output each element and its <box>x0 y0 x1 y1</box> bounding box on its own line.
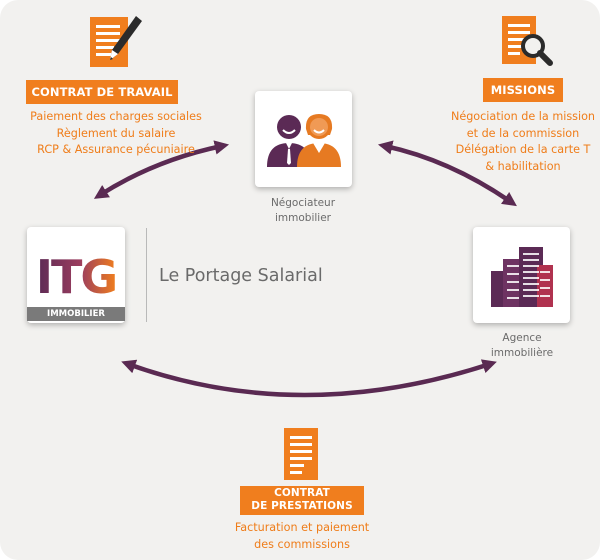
contrat-prestations-badge: CONTRAT DE PRESTATIONS <box>240 486 364 515</box>
contrat-travail-list: Paiement des charges sociales Règlement … <box>0 109 232 159</box>
contract-pen-icon <box>86 12 146 72</box>
arrow-itg-agence <box>121 359 497 398</box>
agence-caption-line: Agence <box>502 332 542 344</box>
itg-logo-card: ITG IMMOBILIER <box>27 227 125 323</box>
contrat-travail-item: RCP & Assurance pécuniaire <box>37 143 195 156</box>
missions-item: Négociation de la mission <box>450 110 596 123</box>
negociateur-caption-line: Négociateur <box>270 197 336 209</box>
itg-logo-sub: IMMOBILIER <box>27 307 125 321</box>
contrat-travail-badge: CONTRAT DE TRAVAIL <box>26 80 178 104</box>
people-icon <box>263 105 345 171</box>
contrat-prestations-title-line: CONTRAT <box>274 487 330 499</box>
negociateur-caption-line: immobilier <box>275 212 331 224</box>
contrat-travail-item: Paiement des charges sociales <box>30 110 202 123</box>
arrow-negociateur-agence <box>377 140 517 207</box>
negociateur-card <box>255 91 352 187</box>
contrat-prestations-item: des commissions <box>254 537 350 551</box>
buildings-icon <box>487 243 557 309</box>
missions-item: et de la commission <box>466 126 580 140</box>
arrow-itg-negociateur <box>93 140 230 199</box>
agence-caption: Agence immobilière <box>462 331 582 361</box>
missions-badge: MISSIONS <box>483 78 563 102</box>
contrat-travail-item: Règlement du salaire <box>56 126 176 140</box>
contrat-prestations-item: Facturation et paiement <box>234 521 370 534</box>
contrat-prestations-list: Facturation et paiement des commissions <box>200 520 404 553</box>
logo-divider <box>146 228 147 322</box>
agence-caption-line: immobilière <box>490 347 554 359</box>
missions-item: & habilitation <box>485 159 561 173</box>
negociateur-caption: Négociateur immobilier <box>243 196 363 226</box>
document-search-icon <box>496 10 558 72</box>
itg-logo: ITG <box>27 241 125 304</box>
tagline: Le Portage Salarial <box>159 266 323 286</box>
contrat-prestations-title-line: DE PRESTATIONS <box>251 500 353 512</box>
missions-item: Délégation de la carte T <box>455 143 591 156</box>
document-icon <box>276 426 326 482</box>
missions-list: Négociation de la mission et de la commi… <box>440 109 600 175</box>
agence-card <box>473 227 570 323</box>
itg-logo-main: ITG <box>36 250 116 301</box>
